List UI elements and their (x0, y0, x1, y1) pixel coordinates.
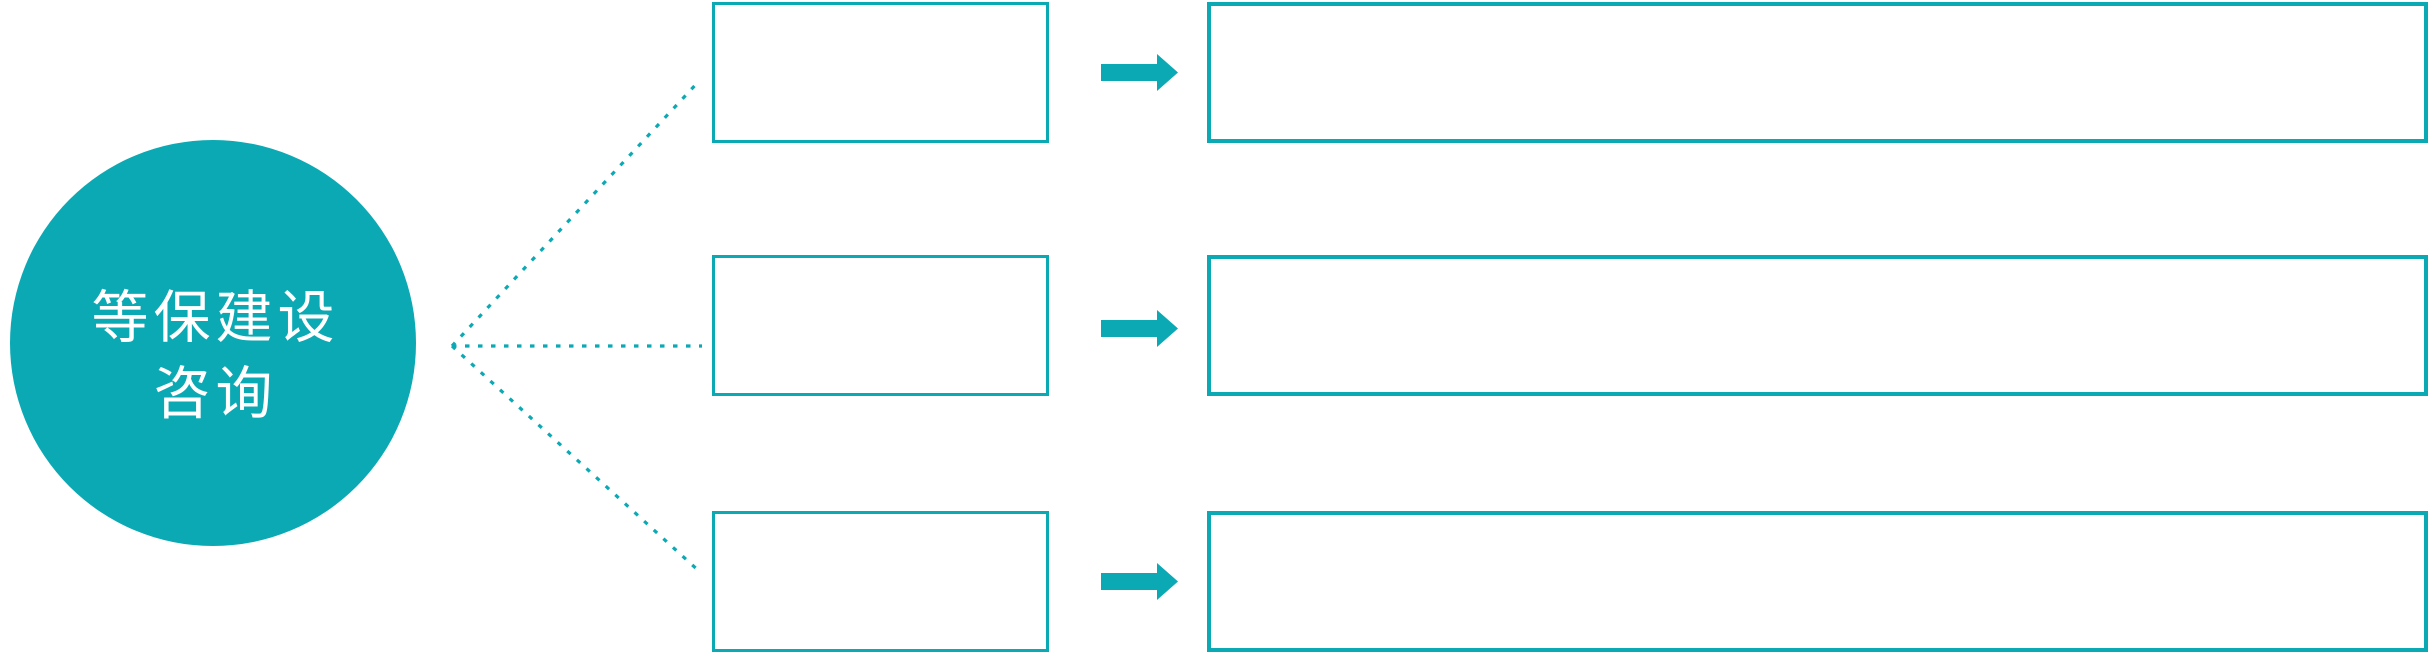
connector-line-bottom (450, 344, 702, 574)
connector-line-top (450, 78, 702, 348)
category-box-1 (712, 2, 1049, 143)
category-box-2 (712, 255, 1049, 396)
detail-box-3 (1207, 511, 2428, 652)
detail-box-2 (1207, 255, 2428, 396)
arrow-right-icon (1101, 54, 1178, 91)
topic-label-line1: 等保建设 (91, 286, 340, 350)
topic-circle: 等保建设 咨询 (10, 140, 416, 546)
topic-label-line2: 咨询 (153, 362, 278, 426)
detail-box-1 (1207, 2, 2428, 143)
arrow-right-icon (1101, 310, 1178, 347)
category-box-3 (712, 511, 1049, 652)
arrow-right-icon (1101, 563, 1178, 600)
